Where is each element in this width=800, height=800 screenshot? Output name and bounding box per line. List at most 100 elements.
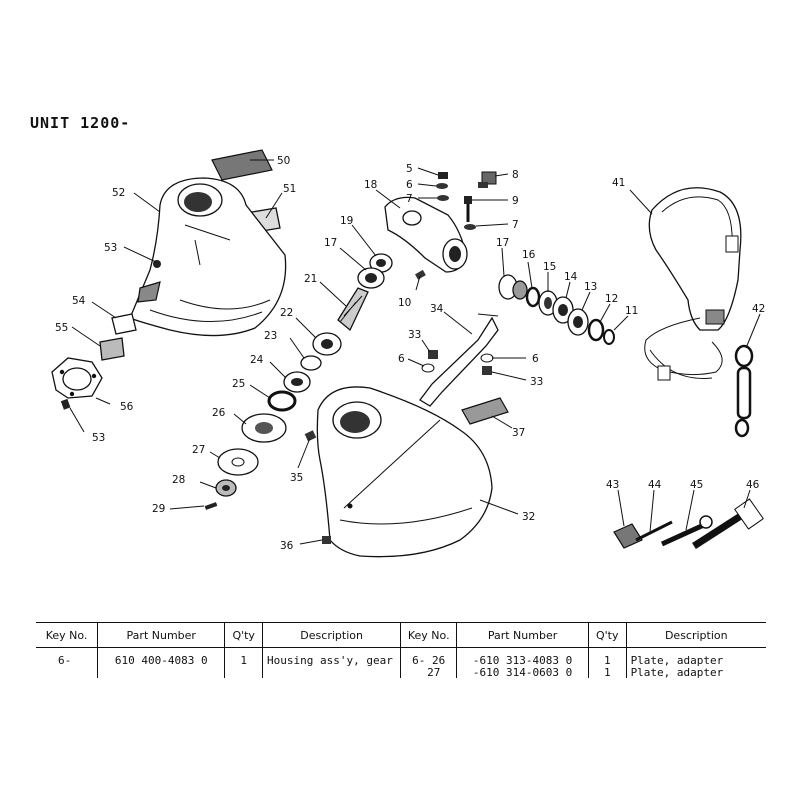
part-16-ring [525,286,541,308]
table-header-row: Key No. Part Number Q'ty Description Key… [36,622,766,648]
cell-qty-left: 1 [224,647,264,668]
part-12-circlip [587,318,605,342]
callout-35: 35 [290,472,303,484]
cell-key-left [36,668,99,678]
callout-42: 42 [752,303,765,315]
callout-28: 28 [172,474,185,486]
cell-part-left [97,668,226,678]
callout-numbers: 50 51 52 53 54 55 56 53 5 6 7 8 9 7 18 1… [55,155,765,552]
cell-desc-left [262,668,402,678]
callout-7-right: 7 [512,219,519,231]
cell-qty-right: 1 [588,647,627,668]
part-25-ring [267,390,297,412]
callout-14: 14 [564,271,578,283]
callout-19: 19 [340,215,353,227]
callout-26: 26 [212,407,226,419]
callout-36: 36 [280,540,294,552]
callout-50: 50 [277,155,290,167]
cell-qty-left [224,668,264,678]
part-9-bolt-long [464,196,472,222]
callout-11: 11 [625,305,638,317]
cell-desc-left: Housing ass'y, gear [262,647,402,668]
callout-41: 41 [612,177,625,189]
callout-9: 9 [512,195,519,207]
part-41-harness [644,187,742,381]
part-24-bearing [283,371,311,393]
leader-lines [69,159,761,545]
part-21-shaft [337,287,369,332]
callout-16: 16 [522,249,536,261]
part-33-nut-left [428,350,438,359]
callout-6-low-left: 6 [398,353,405,365]
part-23-seal [300,355,322,371]
callout-17-left: 17 [324,237,337,249]
exploded-parts-diagram: 50 51 52 53 54 55 56 53 5 6 7 8 9 7 18 1… [51,149,765,558]
part-34-bracket [419,313,499,407]
part-27-adapter-plate [217,448,259,476]
part-42-hook [734,344,754,438]
callout-24: 24 [250,354,264,366]
part-22-bearing [312,332,342,356]
cell-part-right: -610 314-0603 0 [456,668,589,678]
part-6-washer-right-low [480,353,494,363]
part-32-lower-guard [316,386,493,558]
part-36-screw [322,536,331,544]
part-18-gear-housing [384,196,468,273]
part-7-washer-right [464,224,476,230]
part-6-washer-top [436,183,448,189]
part-35-screw [304,430,317,442]
callout-37: 37 [512,427,525,439]
part-53-screw-bottom [60,398,71,410]
callout-52: 52 [112,187,125,199]
callout-53-top: 53 [104,242,117,254]
part-54-bracket [111,281,161,335]
cell-desc-right: Plate, adapter [630,654,724,667]
part-8-plug [478,171,497,188]
cell-key-left: 6- [36,647,99,668]
col-qty-right: Q'ty [588,622,627,648]
callout-12: 12 [605,293,618,305]
part-43-tool-bag [613,523,643,549]
callout-56: 56 [120,401,134,413]
part-29-pin [204,502,218,510]
callout-7-left: 7 [406,193,413,205]
callout-27: 27 [192,444,205,456]
callout-54: 54 [72,295,86,307]
cell-qty-right: 1 [588,668,627,678]
part-46-box-wrench [692,498,764,549]
part-17-bearing-left [357,267,385,289]
table-row: 27 -610 314-0603 0 1 Plate, adapter [36,668,766,678]
callout-29: 29 [152,503,165,515]
cell-desc-right: Plate, adapter [630,668,724,678]
callout-33-left: 33 [408,329,421,341]
col-key-no-right: Key No. [400,622,458,648]
part-10-key [415,269,426,280]
callout-45: 45 [690,479,703,491]
page-header-partial: UNIT 1200-0 [30,108,140,128]
part-7-washer-left [437,195,449,201]
callout-10: 10 [398,297,411,309]
page-header-text: UNIT 1200-0 [30,114,131,128]
cell-key-right: 27 [400,668,458,678]
part-55-clip [99,337,125,361]
part-13-bearing [567,308,589,336]
callout-21: 21 [304,273,317,285]
part-45-wrench [660,515,713,547]
cell-part-right: -610 313-4083 0 [456,647,589,668]
callout-17-right: 17 [496,237,509,249]
cell-key-right: 6- 26 [400,647,458,668]
part-6-washer-left-low [421,363,435,373]
callout-23: 23 [264,330,277,342]
col-description-left: Description [262,622,402,648]
part-17-bearing-right [498,274,528,300]
callout-22: 22 [280,307,293,319]
part-33-nut-right [482,366,492,375]
part-5-bolt [438,172,448,179]
callout-32: 32 [522,511,535,523]
col-part-number-right: Part Number [456,622,589,648]
callout-33-right: 33 [530,376,543,388]
callout-13: 13 [584,281,597,293]
callout-8: 8 [512,169,519,181]
part-50-label-plate [211,149,273,181]
callout-44: 44 [648,479,662,491]
